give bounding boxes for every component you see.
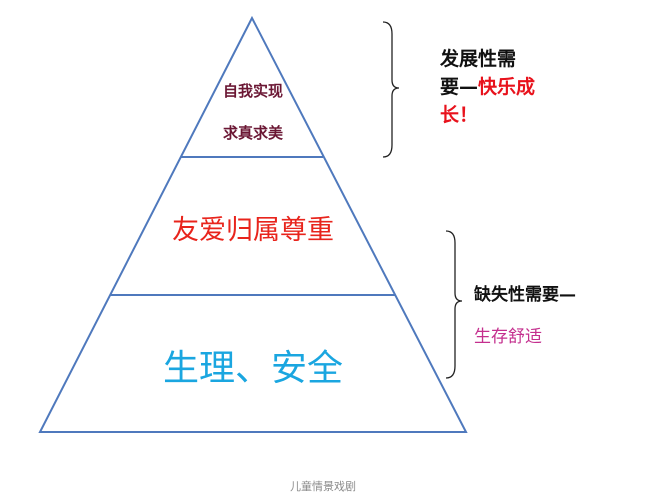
development-need-line-1: 发展性需 bbox=[440, 48, 517, 70]
development-need-prefix: 要— bbox=[440, 76, 479, 98]
brace-deficiency bbox=[445, 230, 463, 379]
deficiency-need-line-2: 生存舒适 bbox=[474, 327, 542, 347]
pyramid-bottom-label: 生理、安全 bbox=[162, 348, 343, 389]
pyramid-outline bbox=[38, 15, 468, 433]
deficiency-need-line-1: 缺失性需要— bbox=[474, 285, 576, 305]
pyramid-top-label-1: 自我实现 bbox=[222, 82, 283, 100]
footer-watermark: 儿童情景戏剧 bbox=[290, 480, 356, 493]
pyramid-top-label-2: 求真求美 bbox=[222, 124, 283, 142]
pyramid-middle-label: 友爱归属尊重 bbox=[172, 215, 334, 246]
development-need-line-2: 要—快乐成 bbox=[440, 72, 535, 99]
development-need-line-3: 长！ bbox=[440, 104, 479, 126]
brace-development bbox=[382, 21, 400, 158]
development-need-highlight: 快乐成 bbox=[478, 76, 536, 98]
